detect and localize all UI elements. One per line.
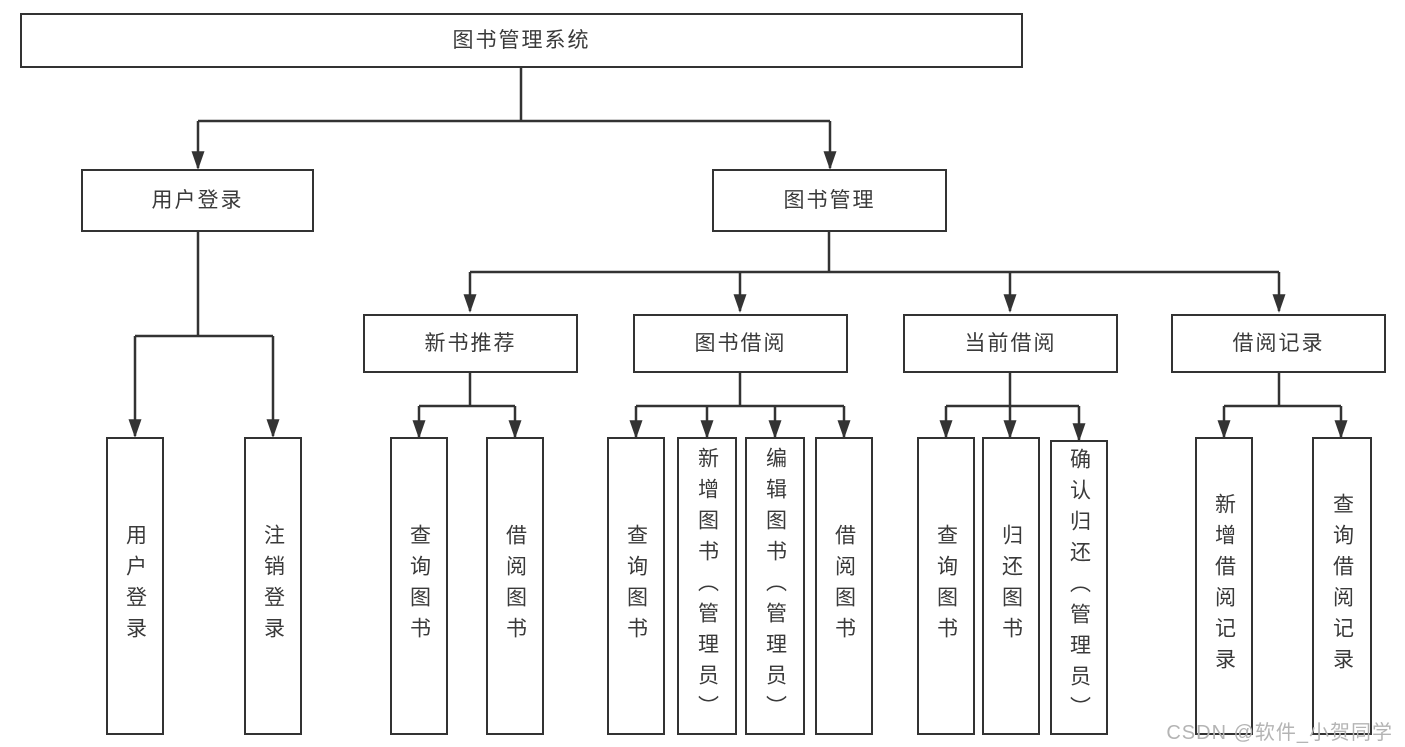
node-bb-borrow-books: 借阅图书 <box>815 437 873 735</box>
node-label: 用户登录 <box>123 524 147 648</box>
node-label: 新书推荐 <box>424 332 517 355</box>
node-label: 图书借阅 <box>694 332 787 355</box>
node-label: 用户登录 <box>151 189 244 212</box>
csdn-watermark: CSDN @软件_小贺同学 <box>1166 722 1393 744</box>
node-br-query-borrow-record: 查询借阅记录 <box>1312 437 1372 735</box>
node-cb-query-books: 查询图书 <box>917 437 975 735</box>
node-label: 图书管理系统 <box>452 29 591 52</box>
node-label: 借阅记录 <box>1232 332 1325 355</box>
node-bb-add-books-admin: 新增图书（管理员） <box>677 437 737 735</box>
node-current-borrowing: 当前借阅 <box>903 314 1118 373</box>
node-new-book-recommendation: 新书推荐 <box>363 314 578 373</box>
node-br-add-borrow-record: 新增借阅记录 <box>1195 437 1253 735</box>
node-label: 查询图书 <box>934 524 958 648</box>
node-bb-query-books: 查询图书 <box>607 437 665 735</box>
node-nb-query-books: 查询图书 <box>390 437 448 735</box>
node-label: 编辑图书（管理员） <box>763 446 787 726</box>
node-cb-confirm-return-admin: 确认归还（管理员） <box>1050 440 1108 735</box>
node-user-login-group: 用户登录 <box>81 169 314 232</box>
node-label: 新增借阅记录 <box>1212 493 1236 679</box>
node-logout-login: 注销登录 <box>244 437 302 735</box>
node-cb-return-books: 归还图书 <box>982 437 1040 735</box>
node-library-management-system: 图书管理系统 <box>20 13 1023 68</box>
node-nb-borrow-books: 借阅图书 <box>486 437 544 735</box>
node-label: 查询图书 <box>407 524 431 648</box>
node-label: 借阅图书 <box>503 524 527 648</box>
node-label: 归还图书 <box>999 524 1023 648</box>
node-label: 图书管理 <box>783 189 876 212</box>
node-borrowing-records: 借阅记录 <box>1171 314 1386 373</box>
node-label: 当前借阅 <box>964 332 1057 355</box>
node-bb-edit-books-admin: 编辑图书（管理员） <box>745 437 805 735</box>
node-label: 查询图书 <box>624 524 648 648</box>
node-book-management: 图书管理 <box>712 169 947 232</box>
node-label: 新增图书（管理员） <box>695 446 719 726</box>
node-label: 注销登录 <box>261 524 285 648</box>
node-book-borrowing: 图书借阅 <box>633 314 848 373</box>
node-label: 确认归还（管理员） <box>1067 448 1091 727</box>
node-user-login: 用户登录 <box>106 437 164 735</box>
node-label: 借阅图书 <box>832 524 856 648</box>
node-label: 查询借阅记录 <box>1330 493 1354 679</box>
